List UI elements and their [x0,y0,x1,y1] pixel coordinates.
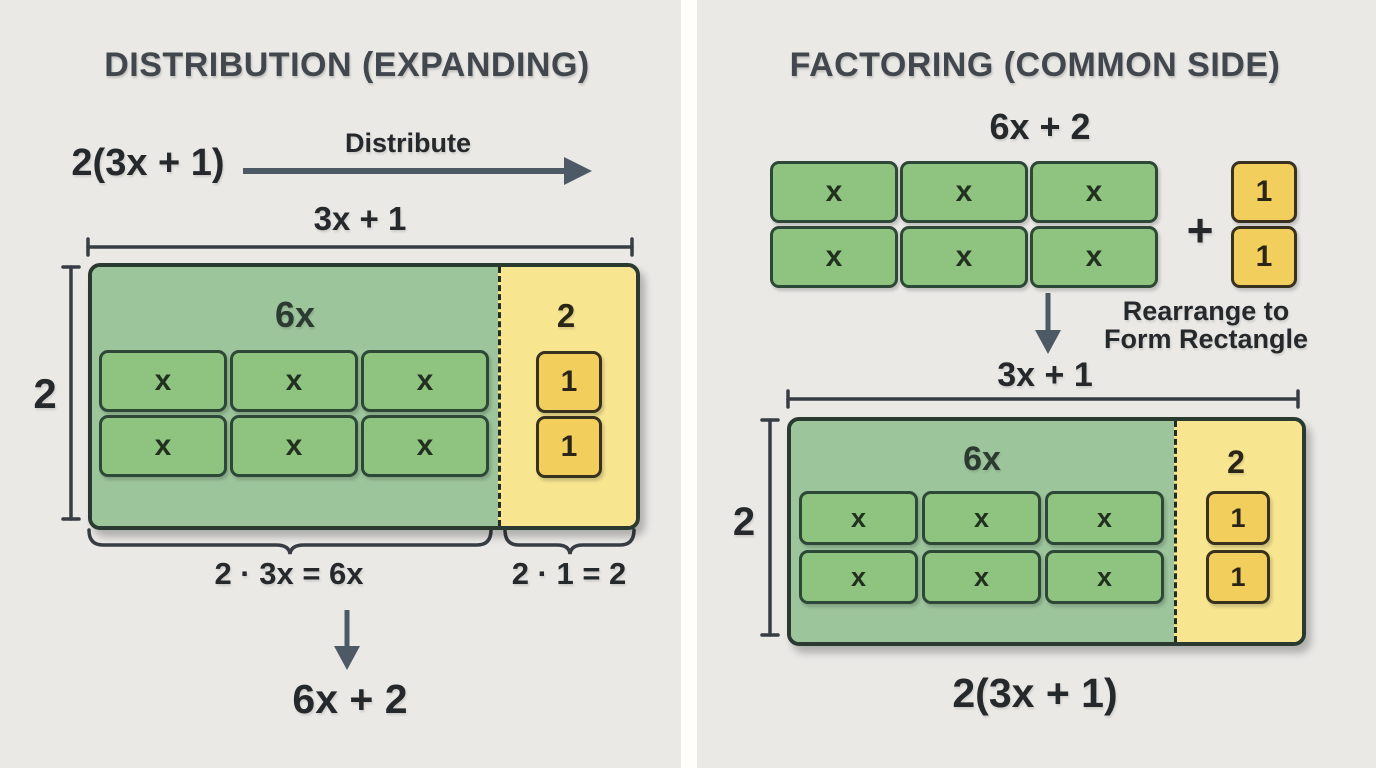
x-tile: x [799,491,918,545]
plus-sign: + [1186,204,1214,256]
left-width-label: 3x + 1 [313,200,407,237]
right-result-expression: 2(3x + 1) [952,670,1118,716]
x-tile: x [922,491,1041,545]
x-tile: x [770,226,898,288]
x-tile: x [1045,550,1164,604]
right-width-label: 3x + 1 [997,356,1093,394]
left-expression: 2(3x + 1) [71,142,225,184]
left-panel-title: DISTRIBUTION (EXPANDING) [104,46,590,84]
x-tile: x [361,350,489,412]
x-tile: x [230,350,358,412]
left-brace-green-label: 2 · 3x = 6x [214,556,364,591]
x-tile: x [922,550,1041,604]
left-result-expression: 6x + 2 [292,676,408,722]
left-height-label: 2 [33,370,57,417]
left-brace-yellow-label: 2 · 1 = 2 [511,556,627,591]
panel-divider [681,0,697,768]
rearrange-label-line1: Rearrange to [1122,296,1290,326]
left-width-dimension-line [86,237,634,257]
unit-tile: 1 [1231,226,1297,288]
rearrange-down-arrow [1035,293,1061,354]
right-green-zone-label: 6x [963,440,1001,478]
x-tile: x [900,161,1028,223]
left-underbraces [87,528,636,555]
unit-tile: 1 [1231,161,1297,223]
left-yellow-zone-label: 2 [556,297,576,334]
right-height-label: 2 [732,500,756,544]
right-panel-title: FACTORING (COMMON SIDE) [789,46,1281,84]
distribute-arrow-label: Distribute [344,128,472,158]
x-tile: x [99,415,227,477]
unit-tile: 1 [536,351,602,413]
x-tile: x [770,161,898,223]
x-tile: x [900,226,1028,288]
left-height-dimension-line [61,265,81,521]
x-tile: x [799,550,918,604]
unit-tile: 1 [1206,550,1270,604]
distribute-arrow [243,157,592,185]
x-tile: x [1045,491,1164,545]
rearrange-label-line2: Form Rectangle [1103,324,1309,354]
right-height-dimension-line [760,418,780,637]
x-tile: x [361,415,489,477]
x-tile: x [1030,226,1158,288]
unit-tile: 1 [1206,491,1270,545]
x-tile: x [230,415,358,477]
right-expression: 6x + 2 [989,106,1091,147]
x-tile: x [99,350,227,412]
left-green-zone-label: 6x [274,294,316,335]
x-tile: x [1030,161,1158,223]
right-yellow-zone-label: 2 [1227,444,1245,480]
left-down-arrow [334,610,360,670]
unit-tile: 1 [536,416,602,478]
